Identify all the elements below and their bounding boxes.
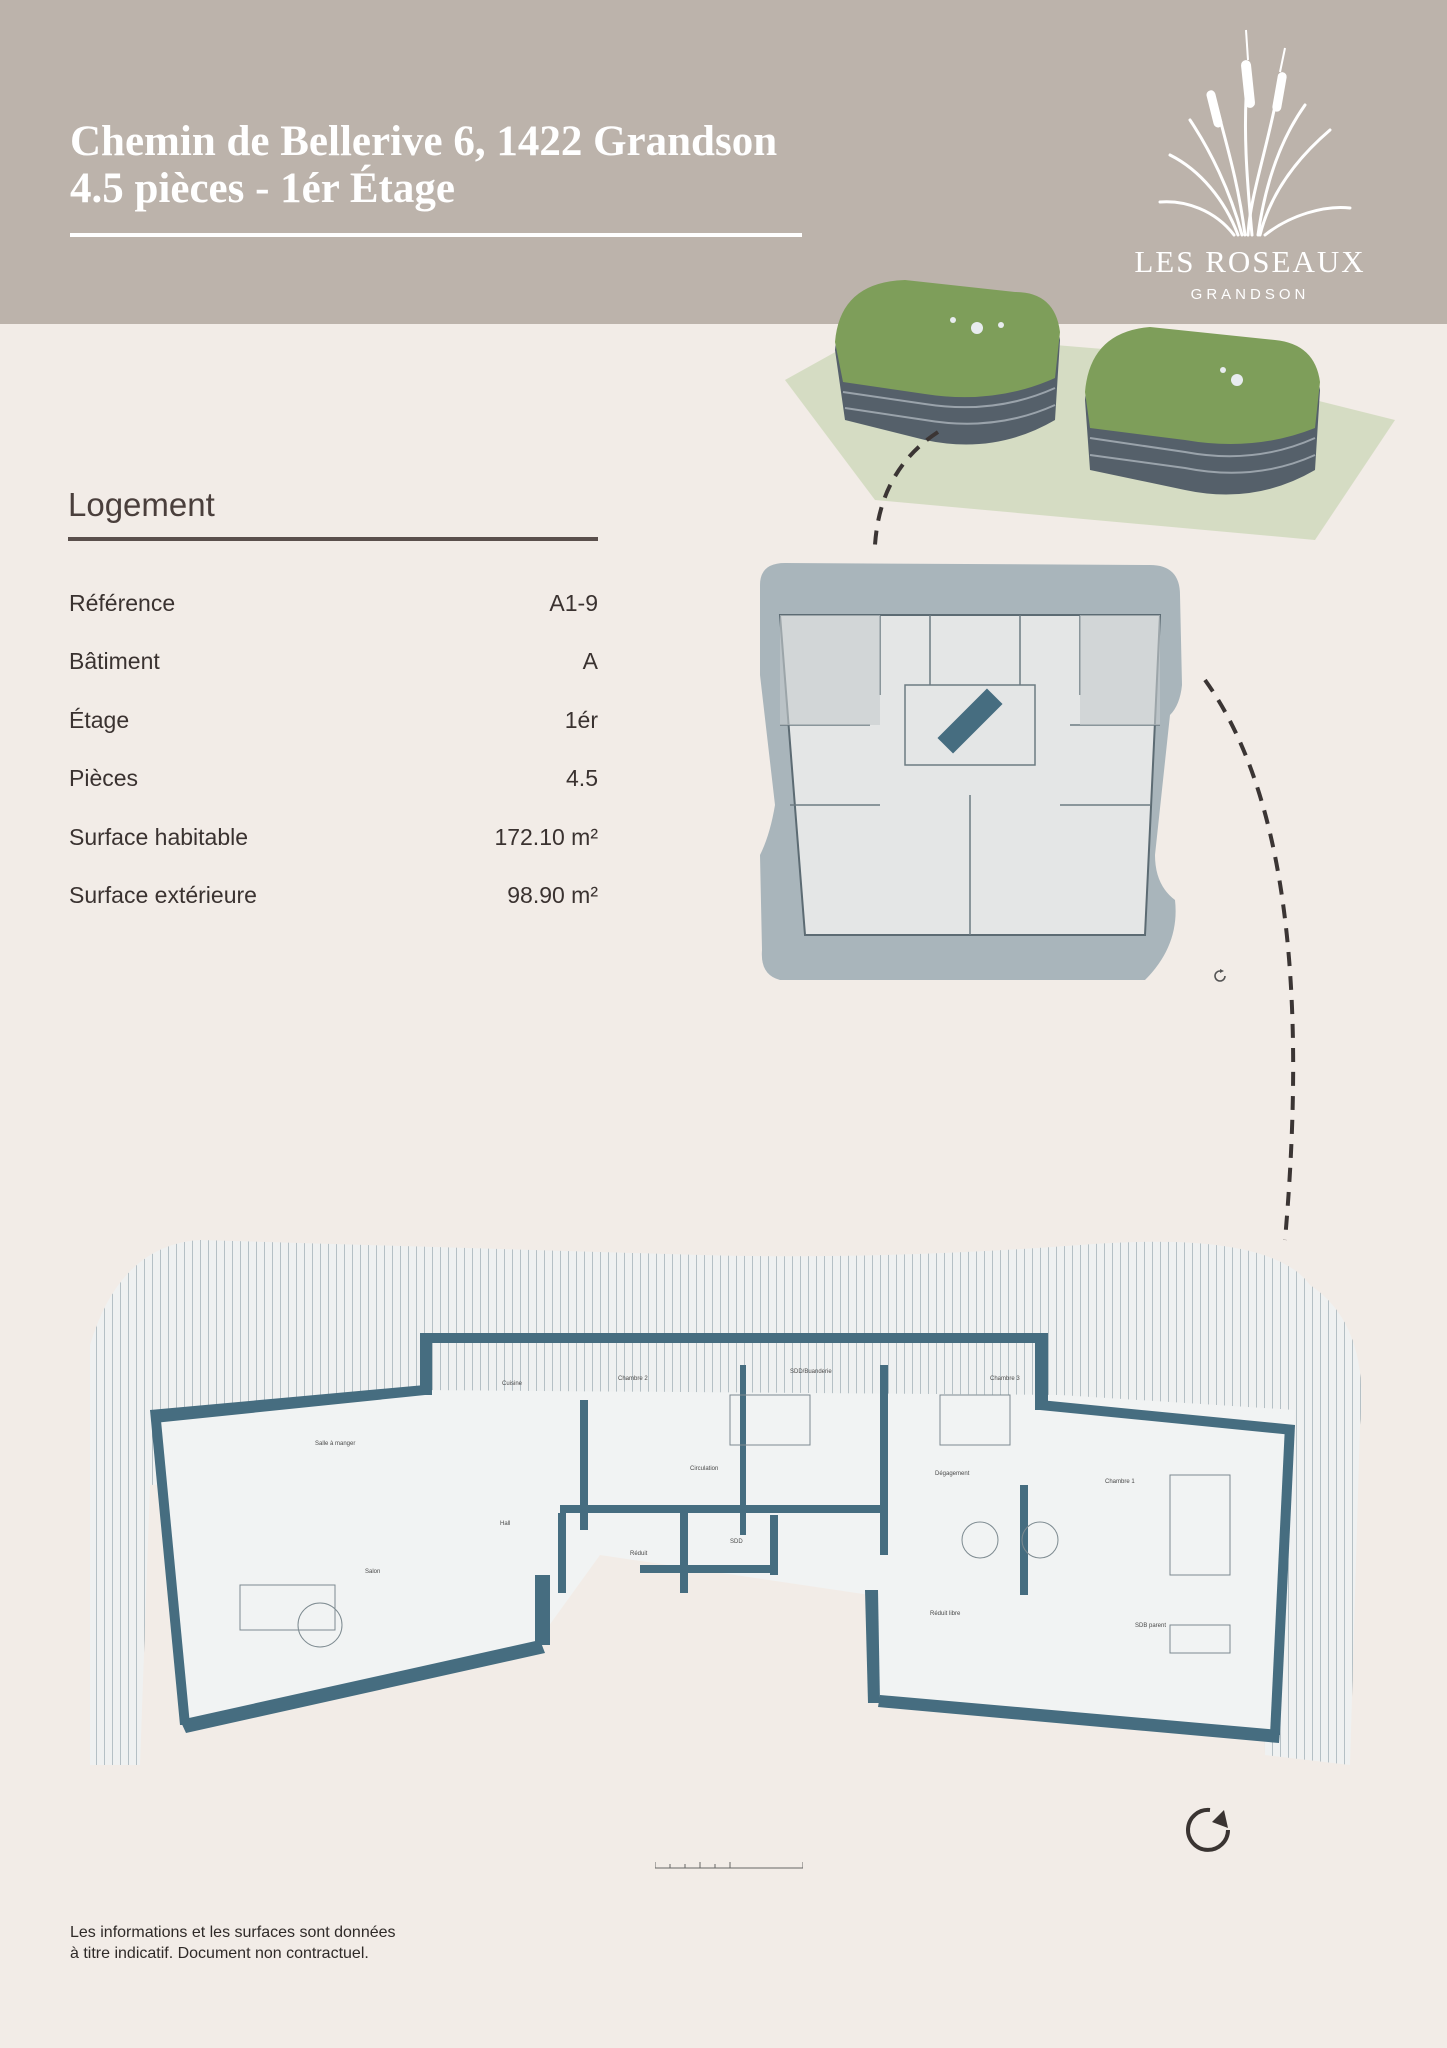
spec-row-living-area: Surface habitable 172.10 m² <box>69 817 598 857</box>
section-title: Logement <box>68 486 215 523</box>
section-divider <box>68 537 598 541</box>
svg-text:Circulation: Circulation <box>690 1466 718 1472</box>
spec-label: Pièces <box>69 764 139 791</box>
svg-text:Réduit libre: Réduit libre <box>930 1611 961 1617</box>
spec-row-building: Bâtiment A <box>69 641 598 681</box>
svg-text:Dégagement: Dégagement <box>935 1471 970 1477</box>
svg-text:Hall: Hall <box>500 1521 510 1527</box>
spec-row-floor: Étage 1ér <box>69 700 598 740</box>
north-arrow-icon <box>1214 969 1226 982</box>
spec-row-reference: Référence A1-9 <box>69 583 598 623</box>
spec-value: 4.5 <box>566 764 598 791</box>
spec-value: 172.10 m² <box>494 823 598 850</box>
title-subtitle: 4.5 pièces - 1ér Étage <box>70 165 455 212</box>
svg-text:Cuisine: Cuisine <box>502 1381 523 1387</box>
header-band <box>0 0 1447 324</box>
scale-bar <box>655 1862 803 1869</box>
spec-label: Référence <box>69 589 176 616</box>
svg-text:Chambre 1: Chambre 1 <box>1105 1479 1135 1485</box>
room-labels: Cuisine Chambre 2 SDD/Buanderie Chambre … <box>315 1369 1166 1629</box>
title-divider <box>70 233 802 237</box>
logo-subtitle: GRANDSON <box>1190 286 1310 303</box>
spec-label: Surface habitable <box>69 823 249 850</box>
svg-text:SDD: SDD <box>730 1539 743 1545</box>
spec-label: Étage <box>69 706 130 733</box>
svg-text:Chambre 3: Chambre 3 <box>990 1376 1020 1382</box>
building-b <box>1085 327 1320 495</box>
north-arrow-icon <box>1186 1807 1230 1852</box>
apartment-floor-plan: Cuisine Chambre 2 SDD/Buanderie Chambre … <box>90 1240 1362 1765</box>
spec-label: Surface extérieure <box>69 881 257 908</box>
svg-text:Réduit: Réduit <box>630 1551 648 1557</box>
aerial-view-image <box>785 280 1395 540</box>
svg-text:Salle à manger: Salle à manger <box>315 1441 355 1447</box>
spec-value: A1-9 <box>549 589 598 616</box>
floor-key-plan <box>760 563 1182 980</box>
spec-value: A <box>582 647 598 674</box>
spec-label: Bâtiment <box>69 647 160 674</box>
building-a <box>835 280 1060 445</box>
spec-value: 1ér <box>564 706 598 733</box>
svg-text:Chambre 2: Chambre 2 <box>618 1376 648 1382</box>
svg-text:SDD/Buanderie: SDD/Buanderie <box>790 1369 832 1375</box>
title-address: Chemin de Bellerive 6, 1422 Grandson <box>70 118 778 165</box>
logo-name: LES ROSEAUX <box>1134 244 1366 279</box>
svg-text:SDB parent: SDB parent <box>1135 1623 1166 1629</box>
page-title: Chemin de Bellerive 6, 1422 Grandson 4.5… <box>70 118 777 212</box>
disclaimer-text: Les informations et les surfaces sont do… <box>70 1924 396 1962</box>
spec-row-rooms: Pièces 4.5 <box>69 758 598 798</box>
svg-text:Salon: Salon <box>365 1569 380 1575</box>
spec-row-outdoor-area: Surface extérieure 98.90 m² <box>69 875 598 915</box>
spec-value: 98.90 m² <box>507 881 598 908</box>
reed-logo-icon <box>1158 29 1352 237</box>
